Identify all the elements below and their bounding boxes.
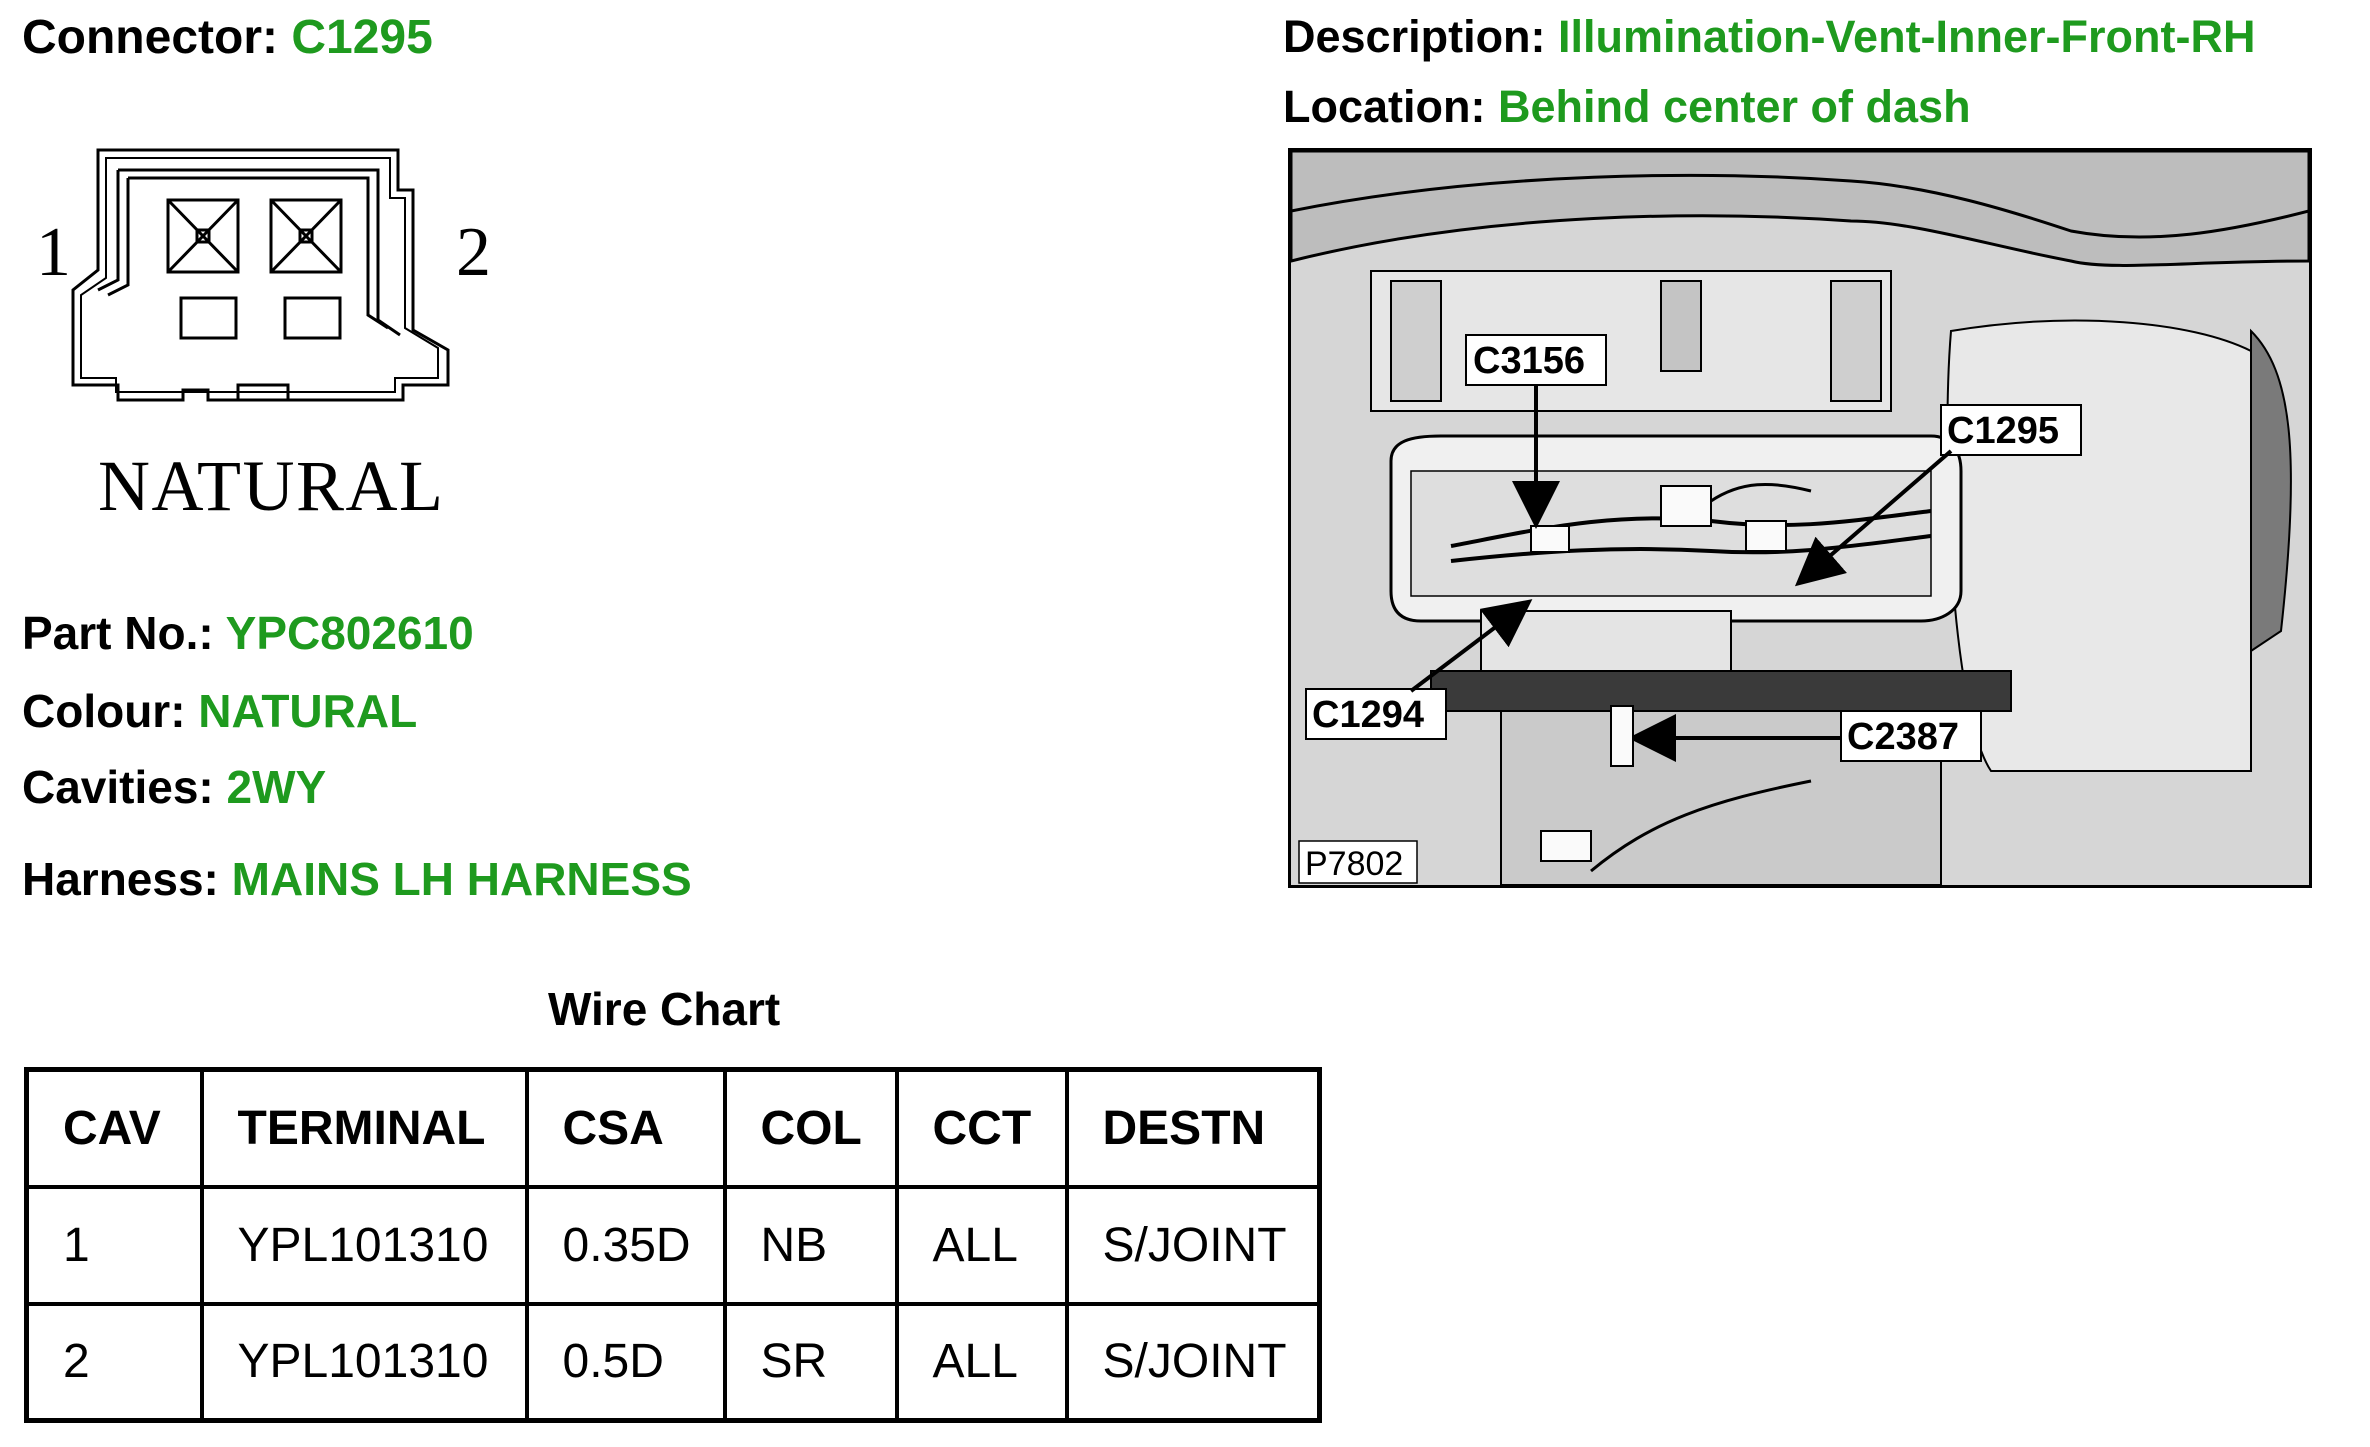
- callout-c1294-label: C1294: [1312, 694, 1424, 736]
- callout-c1295: C1295: [1794, 404, 2082, 587]
- callout-c3156-label: C3156: [1473, 340, 1585, 382]
- harness-label: Harness:: [22, 853, 219, 905]
- connector-value: C1295: [291, 11, 433, 64]
- part-label: Part No.:: [22, 607, 214, 659]
- colour-line: Colour: NATURAL: [22, 688, 417, 734]
- part-value: YPC802610: [225, 607, 474, 659]
- location-label: Location:: [1283, 81, 1486, 132]
- colour-label: Colour:: [22, 685, 186, 737]
- table-cell: S/JOINT: [1064, 1301, 1322, 1423]
- column-header: CSA: [524, 1067, 727, 1189]
- part-number-line: Part No.: YPC802610: [22, 610, 474, 656]
- wire-chart-title: Wire Chart: [548, 983, 781, 1035]
- photo-id-tag: P7802: [1298, 840, 1418, 884]
- column-header: COL: [722, 1067, 899, 1189]
- pin-number-1: 1: [36, 214, 71, 291]
- wire-chart-table: CAV TERMINAL CSA COL CCT DESTN 1 YPL1013…: [24, 1067, 1322, 1423]
- table-cell: NB: [722, 1184, 899, 1306]
- pin-number-2: 2: [456, 214, 491, 291]
- table-cell: YPL101310: [199, 1301, 529, 1423]
- description-heading: Description: Illumination-Vent-Inner-Fro…: [1283, 14, 2255, 59]
- table-row: 1 YPL101310 0.35D NB ALL S/JOINT: [24, 1184, 1322, 1306]
- callout-c3156: C3156: [1465, 334, 1607, 529]
- column-header: CAV: [24, 1067, 204, 1189]
- dash-illustration: C3156 C1295 C1294 C2387 P7802: [1291, 151, 2309, 885]
- table-cell: S/JOINT: [1064, 1184, 1322, 1306]
- connector-label: Connector:: [22, 11, 278, 64]
- location-heading: Location: Behind center of dash: [1283, 84, 1971, 129]
- connector-heading: Connector: C1295: [22, 14, 433, 62]
- column-header: DESTN: [1064, 1067, 1322, 1189]
- description-value: Illumination-Vent-Inner-Front-RH: [1558, 11, 2256, 62]
- table-cell: SR: [722, 1301, 899, 1423]
- location-photo: C3156 C1295 C1294 C2387 P7802: [1288, 148, 2312, 888]
- location-value: Behind center of dash: [1498, 81, 1971, 132]
- connector-face-diagram: 1 2 NATURAL: [36, 148, 491, 526]
- table-cell: ALL: [894, 1184, 1069, 1306]
- harness-value: MAINS LH HARNESS: [231, 853, 692, 905]
- table-row: 2 YPL101310 0.5D SR ALL S/JOINT: [24, 1301, 1322, 1423]
- column-header: CCT: [894, 1067, 1069, 1189]
- callout-c1295-label: C1295: [1947, 410, 2059, 452]
- harness-line: Harness: MAINS LH HARNESS: [22, 856, 692, 902]
- connector-colour-text: NATURAL: [98, 446, 443, 526]
- description-label: Description:: [1283, 11, 1546, 62]
- table-cell: ALL: [894, 1301, 1069, 1423]
- cavities-label: Cavities:: [22, 761, 214, 813]
- table-header-row: CAV TERMINAL CSA COL CCT DESTN: [24, 1067, 1322, 1189]
- table-cell: 1: [24, 1184, 204, 1306]
- column-header: TERMINAL: [199, 1067, 529, 1189]
- table-cell: YPL101310: [199, 1184, 529, 1306]
- photo-id-label: P7802: [1305, 845, 1403, 883]
- callout-c2387: C2387: [1610, 705, 1982, 767]
- cavities-value: 2WY: [226, 761, 327, 813]
- table-cell: 0.35D: [524, 1184, 727, 1306]
- table-cell: 2: [24, 1301, 204, 1423]
- table-cell: 0.5D: [524, 1301, 727, 1423]
- callout-c2387-label: C2387: [1847, 716, 1959, 758]
- colour-value: NATURAL: [198, 685, 418, 737]
- callout-c1294: C1294: [1305, 599, 1533, 740]
- cavities-line: Cavities: 2WY: [22, 764, 326, 810]
